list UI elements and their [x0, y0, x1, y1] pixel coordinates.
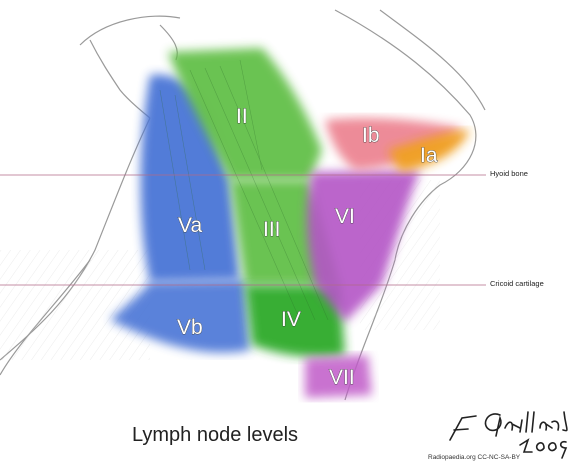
- region-level-vii: [305, 355, 372, 398]
- region-level-va: [140, 74, 240, 282]
- region-level-ib: [325, 117, 462, 170]
- level-label-ib: Ib: [362, 124, 380, 147]
- level-label-iii: III: [263, 218, 281, 241]
- region-level-iv: [245, 285, 345, 357]
- signature-mark: [449, 411, 568, 459]
- level-label-vi: VI: [335, 205, 355, 228]
- level-label-ii: II: [236, 105, 248, 128]
- level-label-va: Va: [178, 214, 202, 237]
- diagram-title: Lymph node levels: [132, 424, 299, 446]
- hyoid-bone-label: Hyoid bone: [490, 169, 528, 178]
- shoulder-shading: [0, 250, 150, 360]
- level-label-vii: VII: [329, 366, 355, 389]
- region-level-vb: [110, 280, 250, 353]
- cricoid-cartilage-label: Cricoid cartilage: [490, 279, 544, 288]
- muscle-striations: [159, 59, 329, 321]
- region-level-ii: [168, 48, 322, 180]
- level-label-iv: IV: [281, 308, 301, 331]
- region-level-ia: [388, 130, 470, 172]
- region-level-vi: [307, 170, 420, 322]
- level-label-vb: Vb: [177, 316, 203, 339]
- level-label-ia: Ia: [420, 144, 438, 167]
- credit-text: Radiopaedia.org CC-NC-SA-BY: [428, 454, 521, 461]
